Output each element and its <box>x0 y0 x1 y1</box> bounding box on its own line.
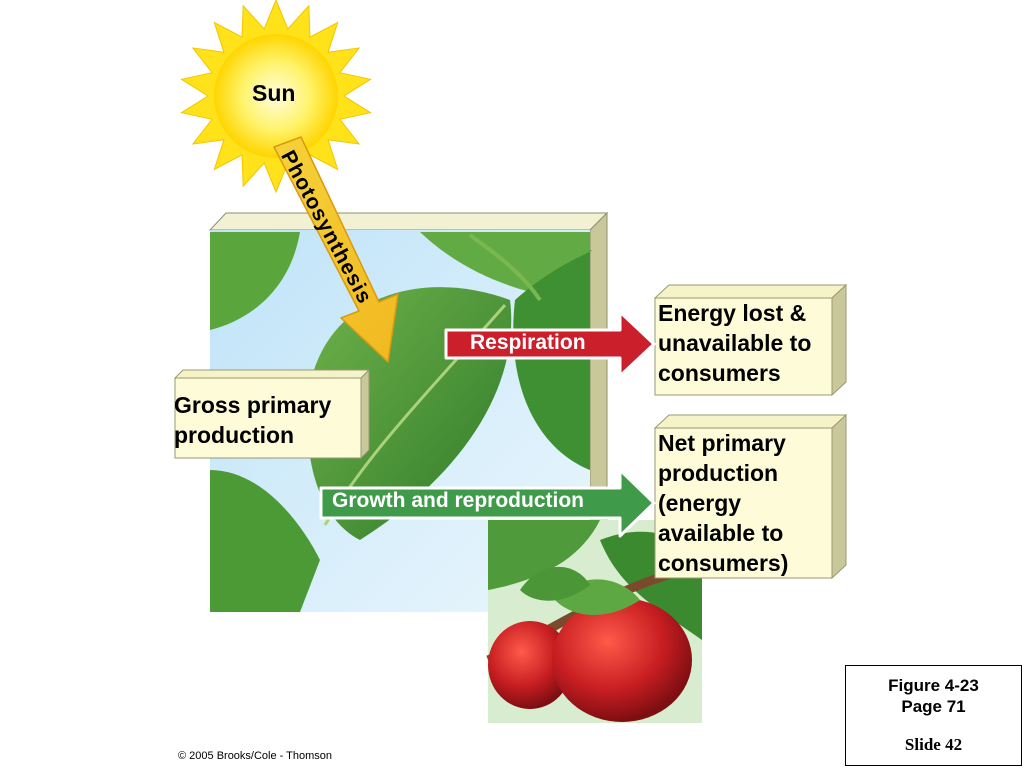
apple-photo <box>486 520 704 723</box>
growth-arrow <box>319 468 656 538</box>
leaf-bottom-left <box>210 470 320 612</box>
box-line: Gross primary <box>174 392 332 418</box>
box-line: consumers <box>658 360 781 386</box>
sun-icon <box>180 0 372 194</box>
box-line: Net primary <box>658 430 786 456</box>
box-line: available to <box>658 520 784 546</box>
box-line: Energy lost & <box>658 300 807 326</box>
slide-number: Slide 42 <box>904 735 963 754</box>
figure-reference-box: Figure 4-23 Page 71 Slide 42 <box>845 665 1022 766</box>
leaf-right <box>513 250 592 470</box>
box-line: production <box>174 422 295 448</box>
respiration-label: Respiration <box>470 331 586 354</box>
box-line: production <box>658 460 779 486</box>
net-production-box <box>653 413 848 580</box>
net-production-text: Net primary production (energy available… <box>658 428 788 578</box>
figure-number: Figure 4-23 <box>888 676 979 695</box>
box-line: (energy <box>658 490 742 516</box>
box-line: consumers) <box>658 550 789 576</box>
growth-label: Growth and reproduction <box>332 489 584 512</box>
sun-label: Sun <box>252 80 296 106</box>
leaf-top-left <box>210 232 300 330</box>
page-number: Page 71 <box>901 697 966 716</box>
gross-production-box <box>173 368 371 460</box>
photosynthesis-arrow <box>273 136 399 363</box>
respiration-arrow <box>444 310 656 378</box>
apple-front <box>552 598 692 722</box>
gross-production-text: Gross primary production <box>174 390 331 450</box>
energy-lost-box <box>653 283 848 397</box>
box-line: unavailable to <box>658 330 812 356</box>
apple-back <box>488 621 572 709</box>
copyright-notice: © 2005 Brooks/Cole - Thomson <box>178 750 333 762</box>
energy-lost-text: Energy lost & unavailable to consumers <box>658 298 811 388</box>
